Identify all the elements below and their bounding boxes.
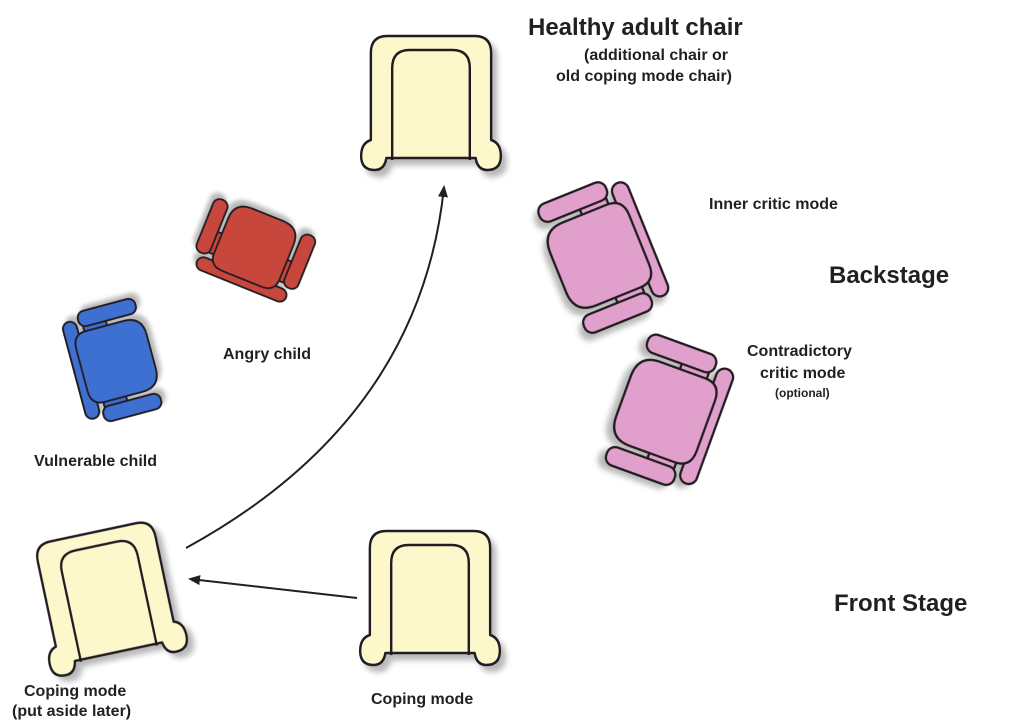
contradictory-label-1: Contradictory xyxy=(747,342,852,362)
vulnerable-child-label: Vulnerable child xyxy=(34,452,157,472)
contradictory-optional-label: (optional) xyxy=(775,386,830,401)
healthy-adult-subtitle-2: old coping mode chair) xyxy=(556,67,732,87)
coping-aside-label-1: Coping mode xyxy=(24,682,126,702)
coping-mode-aside-chair xyxy=(25,518,189,678)
vulnerable-child-chair xyxy=(60,297,166,428)
healthy-adult-title: Healthy adult chair xyxy=(528,13,743,42)
inner-critic-label: Inner critic mode xyxy=(709,195,838,215)
coping-mode-label: Coping mode xyxy=(371,690,473,710)
angry-child-chair xyxy=(188,194,318,306)
contradictory-label-2: critic mode xyxy=(760,364,845,384)
coping-mode-chair xyxy=(360,531,500,665)
healthy-adult-subtitle-1: (additional chair or xyxy=(584,46,728,66)
inner-critic-chair xyxy=(532,172,674,337)
front-stage-label: Front Stage xyxy=(834,589,967,618)
backstage-label: Backstage xyxy=(829,261,949,290)
arrow-coping-to-aside xyxy=(190,579,357,598)
healthy-adult-chair xyxy=(361,36,501,170)
coping-aside-label-2: (put aside later) xyxy=(12,702,131,722)
contradictory-critic-chair xyxy=(600,331,738,494)
angry-child-label: Angry child xyxy=(223,345,311,365)
